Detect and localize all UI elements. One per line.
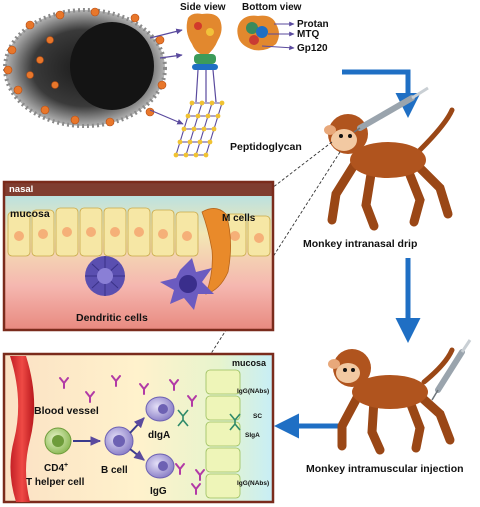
- peptidoglycan-lattice: [173, 100, 225, 158]
- cd4-label: CD4+: [44, 462, 68, 474]
- nanoparticle-illustration: [3, 7, 167, 128]
- b-cell-label: B cell: [101, 465, 128, 476]
- side-view-protein: [186, 13, 222, 103]
- gp120-label: Gp120: [297, 43, 328, 54]
- bottom-view-label: Bottom view: [242, 2, 302, 13]
- m-cell-shape: [201, 208, 231, 295]
- diga-label: dIgA: [148, 430, 170, 441]
- igg-label: IgG: [150, 486, 167, 497]
- m-cells-label: M cells: [222, 213, 256, 224]
- monkey-intranasal-illustration: [324, 86, 455, 231]
- immune-flow-arrows: [73, 417, 145, 461]
- callout-lines: [149, 28, 184, 125]
- monkey-intramuscular-illustration: [328, 339, 472, 455]
- igg-plasma-cell: [145, 453, 175, 479]
- antibody-icons: [59, 375, 205, 495]
- protan-label: Protan: [297, 19, 329, 30]
- peptidoglycan-label: Peptidoglycan: [230, 141, 302, 153]
- bottom-view-pointers: [261, 21, 295, 51]
- nasal-mucosa-panel: [2, 180, 275, 332]
- siga-label: SIgA: [245, 432, 260, 439]
- monkey-intramuscular-label: Monkey intramuscular injection: [306, 463, 464, 475]
- zoom-connectors: [195, 141, 341, 378]
- immune-mucosa-label: mucosa: [232, 358, 267, 368]
- diga-plasma-cell: [145, 396, 175, 422]
- mucosa-epithelium: [205, 369, 241, 499]
- sc-label: SC: [253, 413, 262, 420]
- dendritic-cells-label: Dendritic cells: [76, 312, 148, 324]
- dendritic-cell-cluster: [85, 256, 125, 296]
- flow-arrows: [274, 69, 421, 439]
- syringe-nasal-icon: [353, 86, 429, 133]
- dimeric-iga-icons: [177, 409, 241, 431]
- igg-nabs-bottom-label: IgG(NAbs): [237, 480, 269, 487]
- blood-vessel-label: Blood vessel: [34, 405, 99, 417]
- t-helper-cell-label: T helper cell: [26, 477, 85, 488]
- syringe-muscle-icon: [431, 339, 472, 401]
- immune-response-panel: [2, 352, 275, 504]
- mtq-label: MTQ: [297, 29, 319, 40]
- monkey-intranasal-label: Monkey intranasal drip: [303, 238, 417, 250]
- nasal-label: nasal: [9, 184, 33, 195]
- dendritic-cell-star: [160, 258, 214, 310]
- cd4-cell: [44, 427, 72, 455]
- b-cell: [104, 426, 134, 456]
- igg-nabs-top-label: IgG(NAbs): [237, 388, 269, 395]
- bottom-view-protein: [237, 15, 279, 51]
- nasal-mucosa-label: mucosa: [10, 208, 50, 220]
- side-view-label: Side view: [180, 2, 226, 13]
